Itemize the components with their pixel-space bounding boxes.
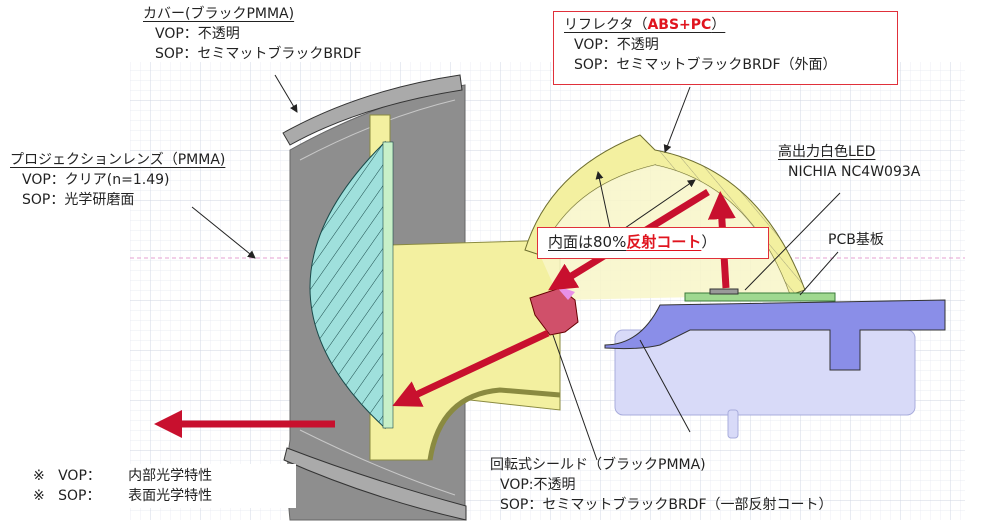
shield-label: 回転式シールド（ブラックPMMA) VOP:不透明 SOP：セミマットブラックB… (490, 457, 833, 513)
legend: ※ VOP：内部光学特性 ※ SOP：表面光学特性 (25, 464, 296, 508)
heatsink (604, 299, 946, 371)
pcb-label: PCB基板 (828, 232, 884, 248)
legend-item: ※ SOP：表面光学特性 (33, 488, 213, 504)
led-chip (709, 288, 739, 295)
cover-bottom-wall (283, 447, 467, 521)
cover-label: カバー(ブラックPMMA) VOP：不透明 SOP：セミマットブラックBRDF (143, 6, 362, 62)
legend-item: ※ VOP：内部光学特性 (33, 468, 213, 484)
coating-callout: 内面は80%反射コート） (537, 227, 769, 259)
reflector-callout: リフレクタ（ABS+PC） VOP：不透明 SOP：セミマットブラックBRDF（… (553, 11, 898, 85)
leader-lines (191, 74, 841, 461)
cover-top-wall (282, 74, 463, 146)
led-label: 高出力白色LED NICHIA NC4W093A (778, 144, 921, 180)
lens-label: プロジェクションレンズ（PMMA) VOP：クリア(n=1.49) SOP：光学… (10, 152, 226, 208)
pcb-board (684, 292, 836, 302)
